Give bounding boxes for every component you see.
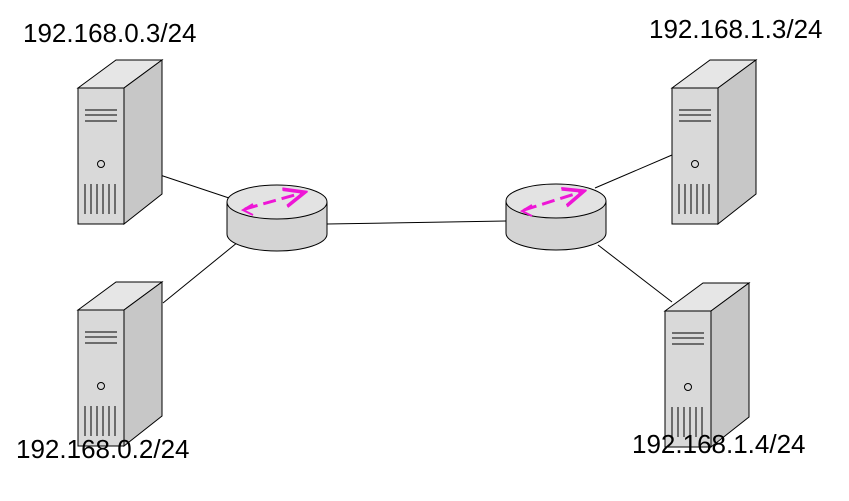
host-b-address-label: 192.168.0.2/24 [16,434,190,464]
host-d [664,282,750,448]
router-right [505,183,607,251]
host-d-address-label: 192.168.1.4/24 [632,429,806,459]
host-a [77,59,163,225]
router-arrows-icon [519,192,581,217]
router-icon [226,184,328,252]
link-router-right-host-c [594,154,673,189]
router-arrows-icon [240,193,302,216]
host-a-address-label: 192.168.0.3/24 [23,18,197,48]
link-router-right-host-d [597,244,673,303]
router-icon [505,183,607,251]
router-left [226,184,328,252]
computer-tower-icon [77,59,163,225]
computer-tower-icon [77,281,163,447]
host-c-address-label: 192.168.1.3/24 [649,14,823,44]
computer-tower-icon [671,59,757,225]
link-router-left-router-right [326,220,507,225]
host-b [77,281,163,447]
host-c [671,59,757,225]
network-links [144,154,673,304]
computer-tower-icon [664,282,750,448]
link-host-b-router-left [162,241,239,304]
